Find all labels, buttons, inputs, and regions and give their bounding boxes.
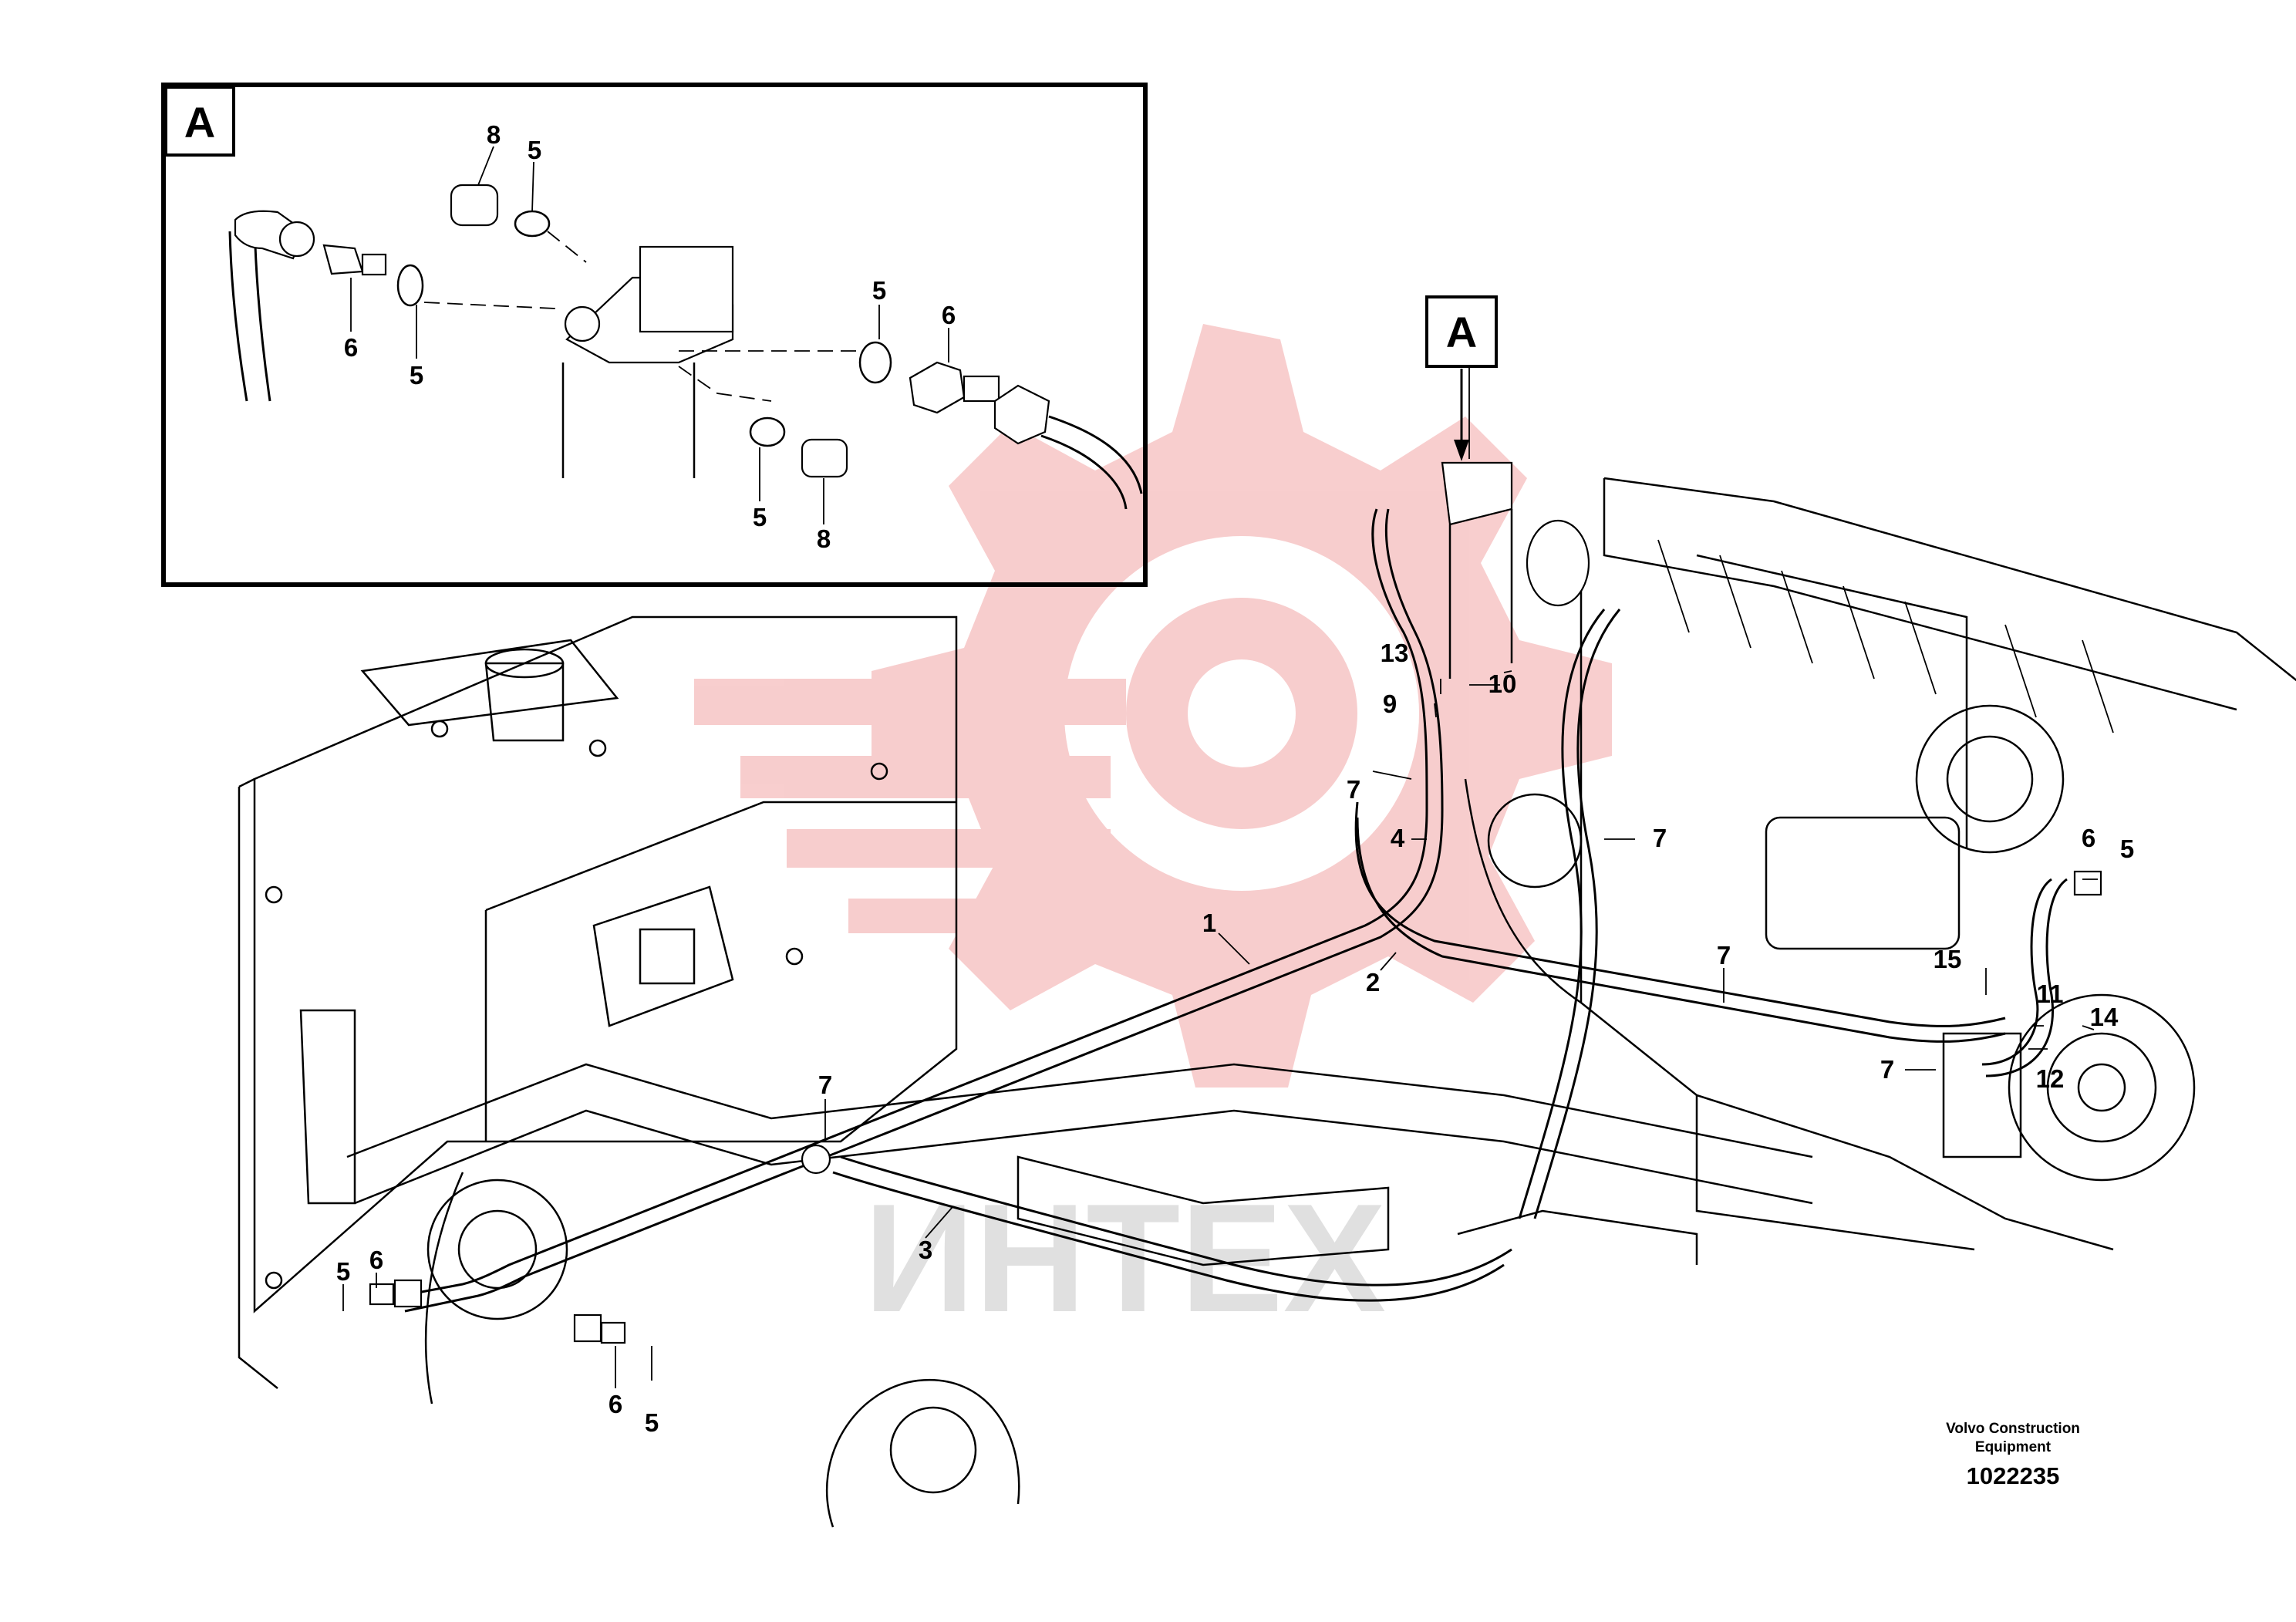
callout-5-lower-mid: 5 xyxy=(645,1408,659,1437)
callout-8-detail-bottom: 8 xyxy=(817,524,831,553)
callout-13: 13 xyxy=(1381,639,1409,667)
callout-1: 1 xyxy=(1202,909,1216,937)
leader-lines xyxy=(342,343,2098,1388)
callout-3: 3 xyxy=(919,1236,932,1264)
callout-2: 2 xyxy=(1366,968,1380,996)
drawing-number: 1022235 xyxy=(1966,1462,2060,1489)
fuel-lines xyxy=(369,508,2102,1344)
callout-5-detail-right: 5 xyxy=(872,276,886,305)
callout-14: 14 xyxy=(2090,1003,2119,1031)
callout-6-lower-left: 6 xyxy=(369,1246,383,1274)
callout-9: 9 xyxy=(1383,690,1397,718)
detail-a-reference: A xyxy=(1425,295,1498,461)
callout-7-engine-mid: 7 xyxy=(1717,941,1731,969)
callout-6-lower-mid: 6 xyxy=(609,1390,622,1418)
callout-5-detail-left: 5 xyxy=(410,361,423,389)
callout-10: 10 xyxy=(1489,669,1517,698)
callout-4: 4 xyxy=(1391,824,1405,852)
brand-line-1: Volvo Construction xyxy=(1946,1421,2080,1437)
callout-11: 11 xyxy=(2037,980,2064,1008)
callout-5-detail-top: 5 xyxy=(528,136,541,164)
callout-12: 12 xyxy=(2036,1064,2065,1093)
callout-5-engine: 5 xyxy=(2120,835,2134,863)
detail-a-ref-label: A xyxy=(1446,308,1477,356)
watermark-text: ИНТЕХ xyxy=(864,1172,1386,1344)
callout-15: 15 xyxy=(1934,945,1962,973)
callout-5-detail-bottom: 5 xyxy=(753,503,767,531)
callout-5-lower-left: 5 xyxy=(336,1257,350,1286)
callout-6-engine: 6 xyxy=(2082,824,2095,852)
callout-6-detail-left: 6 xyxy=(344,333,358,362)
callout-7-upper-left: 7 xyxy=(1347,775,1360,804)
callout-7-tank-clamp: 7 xyxy=(818,1071,832,1099)
detail-a-box: A xyxy=(161,83,1148,587)
callout-numbers: 8 5 6 5 5 6 5 8 13 10 9 7 4 7 1 2 7 6 5 … xyxy=(336,120,2134,1437)
hydraulic-tank xyxy=(238,615,958,1389)
engine xyxy=(1441,461,2296,1251)
brand-line-2: Equipment xyxy=(1974,1439,2052,1455)
callout-7-engine-lower: 7 xyxy=(1880,1055,1894,1084)
callout-8-detail-top: 8 xyxy=(487,120,501,149)
callout-6-detail-right: 6 xyxy=(942,301,956,329)
callout-7-upper-right: 7 xyxy=(1653,824,1667,852)
watermark-logo xyxy=(694,324,1612,1088)
detail-a-label: A xyxy=(184,98,215,147)
